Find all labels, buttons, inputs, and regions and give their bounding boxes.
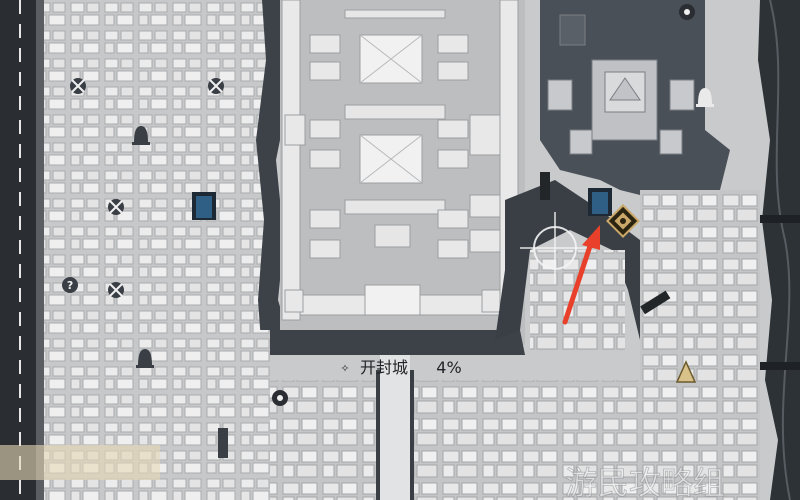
- crossed-swords-icon[interactable]: [108, 282, 124, 298]
- quest-diamond-icon[interactable]: [606, 204, 640, 238]
- question-mark-glyph: ?: [67, 279, 73, 292]
- bridge-east: [640, 290, 671, 315]
- door-icon[interactable]: [588, 188, 612, 216]
- southeast-district: [410, 380, 670, 500]
- crossed-swords-icon[interactable]: [208, 78, 224, 94]
- south-central-district: [270, 380, 380, 500]
- watermark-text: 游民攻略组: [565, 464, 725, 500]
- palace-moat-west: [256, 0, 300, 355]
- region-separator-glyph: ✧: [340, 362, 349, 375]
- waypoint-icon[interactable]: [272, 390, 288, 406]
- crossed-swords-icon[interactable]: [70, 78, 86, 94]
- bell-icon[interactable]: [132, 126, 150, 145]
- door-icon[interactable]: [192, 192, 216, 220]
- region-label: ✧ 开封城 4%: [340, 358, 461, 377]
- question-mark-icon[interactable]: ?: [62, 277, 78, 293]
- region-completion: 4%: [436, 358, 461, 377]
- pointer-arrow: [562, 225, 600, 325]
- hanging-lantern-icon[interactable]: [675, 360, 697, 383]
- south-avenue: [380, 355, 410, 500]
- bell-icon[interactable]: [136, 349, 154, 368]
- crossed-swords-icon[interactable]: [108, 199, 124, 215]
- map-cursor-crosshair[interactable]: [520, 212, 590, 284]
- east-river: [758, 0, 800, 500]
- main-hall-south: [364, 284, 421, 316]
- palace-moat-south: [280, 330, 525, 355]
- region-name: 开封城: [360, 358, 408, 377]
- waypoint-icon[interactable]: [679, 4, 695, 20]
- post-marker: [218, 428, 228, 458]
- bell-icon[interactable]: [696, 88, 714, 107]
- bottom-left-banner: [0, 445, 160, 480]
